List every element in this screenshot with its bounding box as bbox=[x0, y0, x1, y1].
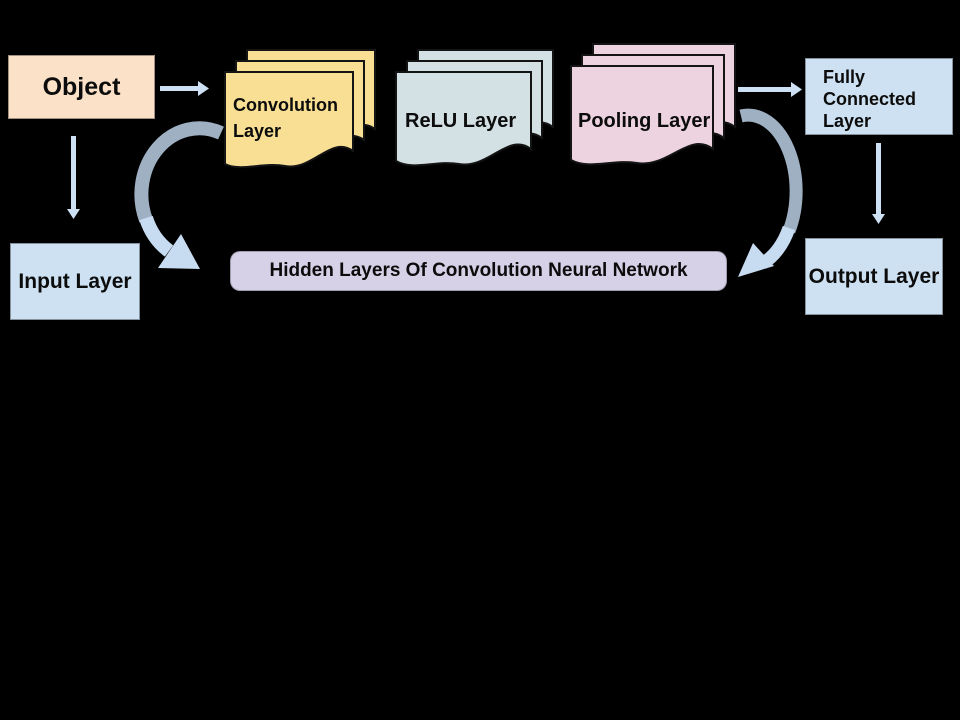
page-front bbox=[395, 71, 532, 167]
arrow-pooling-to-fully-connected bbox=[738, 82, 802, 97]
node-hidden-layers-label: Hidden Layers Of Convolution Neural Netw… bbox=[269, 260, 688, 281]
curved-arrow-right-head bbox=[738, 243, 774, 277]
node-output-layer: Output Layer bbox=[805, 238, 943, 315]
node-object: Object bbox=[8, 55, 155, 119]
arrow-fully-connected-to-output bbox=[872, 143, 885, 224]
curved-arrow-left-dark-segment bbox=[134, 121, 224, 223]
curved-arrow-left-head bbox=[158, 234, 200, 269]
arrow-object-to-input bbox=[67, 136, 80, 219]
curved-arrow-right bbox=[738, 108, 803, 277]
curved-arrow-left bbox=[134, 121, 224, 269]
node-output-layer-label: Output Layer bbox=[808, 264, 940, 288]
relu-layer-stack bbox=[395, 49, 554, 167]
arrow-object-to-convolution bbox=[160, 81, 209, 96]
curved-arrow-right-dark-segment bbox=[739, 108, 803, 234]
node-fully-connected: Fully Connected Layer bbox=[805, 58, 953, 135]
node-input-layer-label: Input Layer bbox=[18, 269, 132, 293]
curved-arrow-left-light-segment bbox=[139, 215, 174, 257]
node-input-layer: Input Layer bbox=[10, 243, 140, 320]
node-hidden-layers: Hidden Layers Of Convolution Neural Netw… bbox=[230, 251, 727, 291]
page-front bbox=[570, 65, 714, 166]
node-fully-connected-label: Fully Connected Layer bbox=[823, 67, 917, 131]
convolution-layer-stack bbox=[224, 49, 376, 169]
curved-arrow-right-light-segment bbox=[759, 225, 796, 269]
page-front bbox=[224, 71, 354, 169]
pooling-layer-stack bbox=[570, 43, 736, 166]
node-object-label: Object bbox=[42, 72, 121, 101]
